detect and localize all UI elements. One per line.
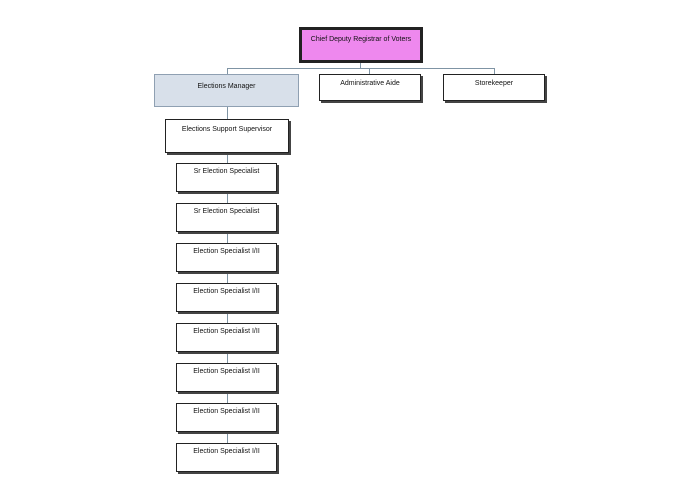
connector-level-two-bar: [227, 68, 495, 69]
org-box-administrative-aide: Administrative Aide: [319, 74, 421, 101]
org-box-label: Administrative Aide: [340, 80, 400, 87]
org-box-label: Election Specialist I/II: [193, 408, 260, 415]
org-box-specialist: Sr Election Specialist: [176, 203, 277, 232]
org-box-label: Sr Election Specialist: [193, 208, 260, 215]
org-box-label: Storekeeper: [474, 80, 514, 87]
org-box-label: Elections Manager: [197, 83, 256, 90]
org-box-specialist: Election Specialist I/II: [176, 243, 277, 272]
connector-to-manager: [227, 68, 228, 75]
org-box-specialist: Sr Election Specialist: [176, 163, 277, 192]
connector-to-administrative-aide: [369, 68, 370, 75]
org-box-label: Election Specialist I/II: [193, 368, 260, 375]
org-box-label: Election Specialist I/II: [193, 288, 260, 295]
org-box-specialist: Election Specialist I/II: [176, 323, 277, 352]
org-box-label: Election Specialist I/II: [193, 248, 260, 255]
connector-to-storekeeper: [494, 68, 495, 75]
org-box-elections-manager: Elections Manager: [154, 74, 299, 107]
org-box-label: Election Specialist I/II: [193, 328, 260, 335]
org-box-specialist: Election Specialist I/II: [176, 443, 277, 472]
connector-manager-to-supervisor: [227, 107, 228, 119]
org-box-label: Election Specialist I/II: [193, 448, 260, 455]
org-box-specialist: Election Specialist I/II: [176, 403, 277, 432]
org-box-label: Elections Support Supervisor: [181, 126, 273, 133]
connector-top-down: [360, 62, 361, 69]
org-box-elections-support-supervisor: Elections Support Supervisor: [165, 119, 289, 153]
org-box-label: Sr Election Specialist: [193, 168, 260, 175]
org-box-label: Chief Deputy Registrar of Voters: [310, 36, 412, 43]
org-box-storekeeper: Storekeeper: [443, 74, 545, 101]
org-box-specialist: Election Specialist I/II: [176, 283, 277, 312]
org-box-chief-deputy-registrar: Chief Deputy Registrar of Voters: [300, 28, 422, 62]
org-box-specialist: Election Specialist I/II: [176, 363, 277, 392]
